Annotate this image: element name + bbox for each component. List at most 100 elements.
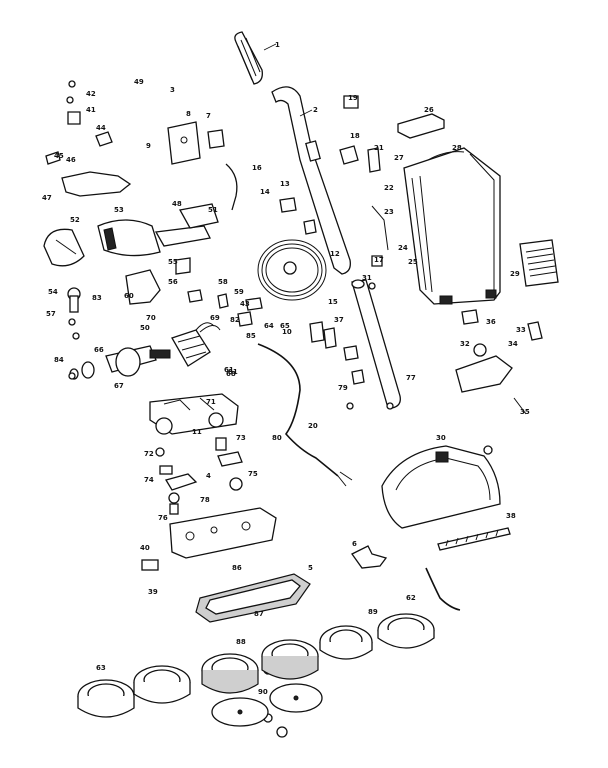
- callout-label: 4: [206, 472, 211, 480]
- callout-label: 82: [230, 316, 240, 324]
- callout-label: 37: [334, 316, 344, 324]
- part-motor-cord[interactable]: [257, 343, 353, 487]
- callout-label: 17: [374, 256, 384, 264]
- callout-label: 25: [408, 258, 418, 266]
- callout-label: 31: [362, 274, 372, 282]
- callout-label: 40: [140, 544, 150, 552]
- callout-label: 48: [172, 200, 182, 208]
- callout-label: 39: [148, 588, 158, 596]
- callout-label: 83: [92, 294, 102, 302]
- part-motor-shaft-fan[interactable]: [105, 345, 171, 377]
- callout-label: 5: [308, 564, 313, 572]
- part-lamp-socket[interactable]: [455, 343, 513, 393]
- callout-label: 50: [140, 324, 150, 332]
- part-gear-housing[interactable]: [149, 393, 239, 435]
- part-hood-trim-strip: [437, 527, 511, 551]
- callout-label: 2: [313, 106, 318, 114]
- callout-label: 87: [254, 610, 264, 618]
- callout-label: 89: [368, 608, 378, 616]
- callout-label: 28: [452, 144, 462, 152]
- part-power-cord-coil[interactable]: [257, 239, 327, 301]
- part-wheel-bracket[interactable]: [67, 269, 161, 313]
- callout-label: 8: [186, 110, 191, 118]
- callout-label: 15: [328, 298, 338, 306]
- callout-label: 34: [508, 340, 518, 348]
- callout-label: 56: [168, 278, 178, 286]
- part-axle-spring[interactable]: [61, 171, 132, 197]
- callout-label: 14: [260, 188, 270, 196]
- callout-label: 51: [208, 206, 218, 214]
- callout-label: 57: [46, 310, 56, 318]
- callout-label: 74: [144, 476, 154, 484]
- callout-label: 67: [114, 382, 124, 390]
- callout-label: 69: [210, 314, 220, 322]
- callout-label: 59: [234, 288, 244, 296]
- callout-label: 85: [246, 332, 256, 340]
- callout-label: 49: [134, 78, 144, 86]
- callout-label: 32: [460, 340, 470, 348]
- callout-label: 75: [248, 470, 258, 478]
- part-scrub-brush-pair-upper[interactable]: [319, 613, 435, 660]
- callout-label: 36: [486, 318, 496, 326]
- callout-label: 22: [384, 184, 394, 192]
- callout-label: 79: [338, 384, 348, 392]
- callout-label: 1: [275, 41, 280, 49]
- callout-label: 18: [350, 132, 360, 140]
- callout-label: 84: [54, 356, 64, 364]
- callout-label: 11: [192, 428, 202, 436]
- callout-label: 20: [308, 422, 318, 430]
- callout-label: 19: [348, 94, 358, 102]
- callout-label: 65: [280, 322, 290, 330]
- callout-label: 64: [264, 322, 274, 330]
- callout-label: 61: [224, 366, 234, 374]
- callout-label: 3: [170, 86, 175, 94]
- part-switch-box[interactable]: [167, 121, 225, 165]
- callout-label: 76: [158, 514, 168, 522]
- part-instruction-label: [519, 239, 559, 287]
- callout-label: 12: [330, 250, 340, 258]
- callout-label: 44: [96, 124, 106, 132]
- callout-label: 63: [96, 664, 106, 672]
- callout-label: 58: [218, 278, 228, 286]
- callout-label: 47: [42, 194, 52, 202]
- part-brush-plate[interactable]: [169, 507, 277, 559]
- callout-label: 6: [352, 540, 357, 548]
- callout-label: 42: [86, 90, 96, 98]
- part-motor-cover-right[interactable]: [97, 219, 211, 257]
- part-dust-bag[interactable]: [403, 147, 501, 305]
- part-polish-pad-pair[interactable]: [211, 683, 323, 727]
- part-upper-handle-tube[interactable]: [271, 86, 351, 275]
- callout-label: 54: [48, 288, 58, 296]
- part-motor-cover-left[interactable]: [43, 228, 85, 267]
- part-scrub-brush-pair-lower[interactable]: [77, 665, 191, 718]
- callout-label: 46: [66, 156, 76, 164]
- part-bag-top-clip[interactable]: [397, 113, 445, 139]
- callout-label: 88: [236, 638, 246, 646]
- callout-label: 86: [232, 564, 242, 572]
- callout-label: 66: [94, 346, 104, 354]
- part-small-hardware: [45, 80, 543, 738]
- part-hood-cover[interactable]: [381, 445, 501, 529]
- part-lower-handle-tube[interactable]: [351, 279, 401, 409]
- callout-label: 9: [146, 142, 151, 150]
- callout-label: 78: [200, 496, 210, 504]
- part-bumper-ring[interactable]: [195, 573, 311, 623]
- callout-label: 27: [394, 154, 404, 162]
- callout-label: 80: [272, 434, 282, 442]
- callout-label: 52: [70, 216, 80, 224]
- callout-label: 7: [206, 112, 211, 120]
- part-scrub-brush-pair-middle[interactable]: [201, 639, 319, 694]
- callout-label: 23: [384, 208, 394, 216]
- part-motor[interactable]: [171, 322, 221, 367]
- callout-label: 70: [146, 314, 156, 322]
- callout-label: 45: [54, 152, 64, 160]
- callout-label: 21: [374, 144, 384, 152]
- callout-label: 62: [406, 594, 416, 602]
- callout-label: 33: [516, 326, 526, 334]
- callout-label: 71: [206, 398, 216, 406]
- callout-label: 43: [240, 300, 250, 308]
- callout-label: 29: [510, 270, 520, 278]
- callout-label: 10: [282, 328, 292, 336]
- part-handle-grip[interactable]: [234, 31, 263, 85]
